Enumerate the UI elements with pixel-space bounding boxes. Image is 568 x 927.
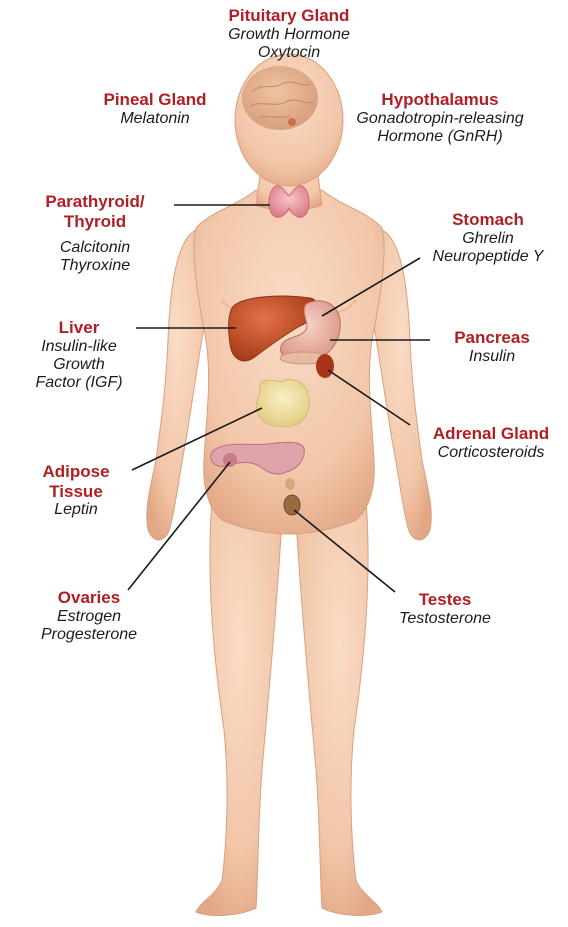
stomach-name: Stomach — [418, 210, 558, 230]
label-parathyroid: Parathyroid/ Thyroid Calcitonin Thyroxin… — [20, 192, 170, 276]
ovary-organ — [223, 453, 237, 467]
hypothalamus-hormones: Gonadotropin-releasing Hormone (GnRH) — [330, 110, 550, 147]
pancreas-name: Pancreas — [432, 328, 552, 348]
hormone: Factor (IGF) — [24, 374, 134, 392]
hormone: Growth — [24, 356, 134, 374]
brain — [242, 66, 318, 130]
hormone: Estrogen — [14, 608, 164, 626]
hormone: Thyroxine — [20, 257, 170, 275]
pancreas-hormones: Insulin — [432, 348, 552, 366]
right-leg — [296, 500, 382, 915]
ovaries-name: Ovaries — [14, 588, 164, 608]
label-hypothalamus: Hypothalamus Gonadotropin-releasing Horm… — [330, 90, 550, 146]
label-adipose: Adipose Tissue Leptin — [26, 462, 126, 519]
testis-organ-upper — [285, 478, 295, 490]
pituitary-hormones: Growth Hormone Oxytocin — [184, 26, 394, 63]
label-adrenal: Adrenal Gland Corticosteroids — [416, 424, 566, 462]
pineal-name: Pineal Gland — [70, 90, 240, 110]
testes-hormones: Testosterone — [370, 610, 520, 628]
hormone: Leptin — [26, 501, 126, 519]
testes-name: Testes — [370, 590, 520, 610]
hormone: Neuropeptide Y — [418, 248, 558, 266]
label-liver: Liver Insulin-like Growth Factor (IGF) — [24, 318, 134, 393]
adrenal-kidney — [316, 354, 334, 378]
adrenal-name: Adrenal Gland — [416, 424, 566, 444]
adipose-hormones: Leptin — [26, 501, 126, 519]
hormone: Oxytocin — [184, 44, 394, 62]
hormone: Melatonin — [70, 110, 240, 128]
left-leg — [196, 500, 282, 915]
label-testes: Testes Testosterone — [370, 590, 520, 628]
hormone: Testosterone — [370, 610, 520, 628]
hormone: Corticosteroids — [416, 444, 566, 462]
label-stomach: Stomach Ghrelin Neuropeptide Y — [418, 210, 558, 266]
label-pancreas: Pancreas Insulin — [432, 328, 552, 366]
parathyroid-hormones: Calcitonin Thyroxine — [20, 239, 170, 276]
liver-hormones: Insulin-like Growth Factor (IGF) — [24, 338, 134, 393]
hypothalamus-name: Hypothalamus — [330, 90, 550, 110]
adipose-name: Adipose Tissue — [26, 462, 126, 501]
hormone: Progesterone — [14, 626, 164, 644]
label-pineal: Pineal Gland Melatonin — [70, 90, 240, 128]
hormone: Insulin-like — [24, 338, 134, 356]
parathyroid-name: Parathyroid/ Thyroid — [20, 192, 170, 231]
label-ovaries: Ovaries Estrogen Progesterone — [14, 588, 164, 644]
pituitary-gland — [288, 118, 296, 126]
pituitary-name: Pituitary Gland — [184, 6, 394, 26]
ovaries-hormones: Estrogen Progesterone — [14, 608, 164, 645]
adrenal-hormones: Corticosteroids — [416, 444, 566, 462]
hormone: Gonadotropin-releasing — [330, 110, 550, 128]
hormone: Growth Hormone — [184, 26, 394, 44]
label-pituitary: Pituitary Gland Growth Hormone Oxytocin — [184, 6, 394, 62]
adipose-organ — [257, 380, 310, 427]
hormone: Ghrelin — [418, 230, 558, 248]
hormone: Calcitonin — [20, 239, 170, 257]
hormone: Insulin — [432, 348, 552, 366]
pineal-hormones: Melatonin — [70, 110, 240, 128]
liver-name: Liver — [24, 318, 134, 338]
stomach-hormones: Ghrelin Neuropeptide Y — [418, 230, 558, 267]
hormone: Hormone (GnRH) — [330, 128, 550, 146]
